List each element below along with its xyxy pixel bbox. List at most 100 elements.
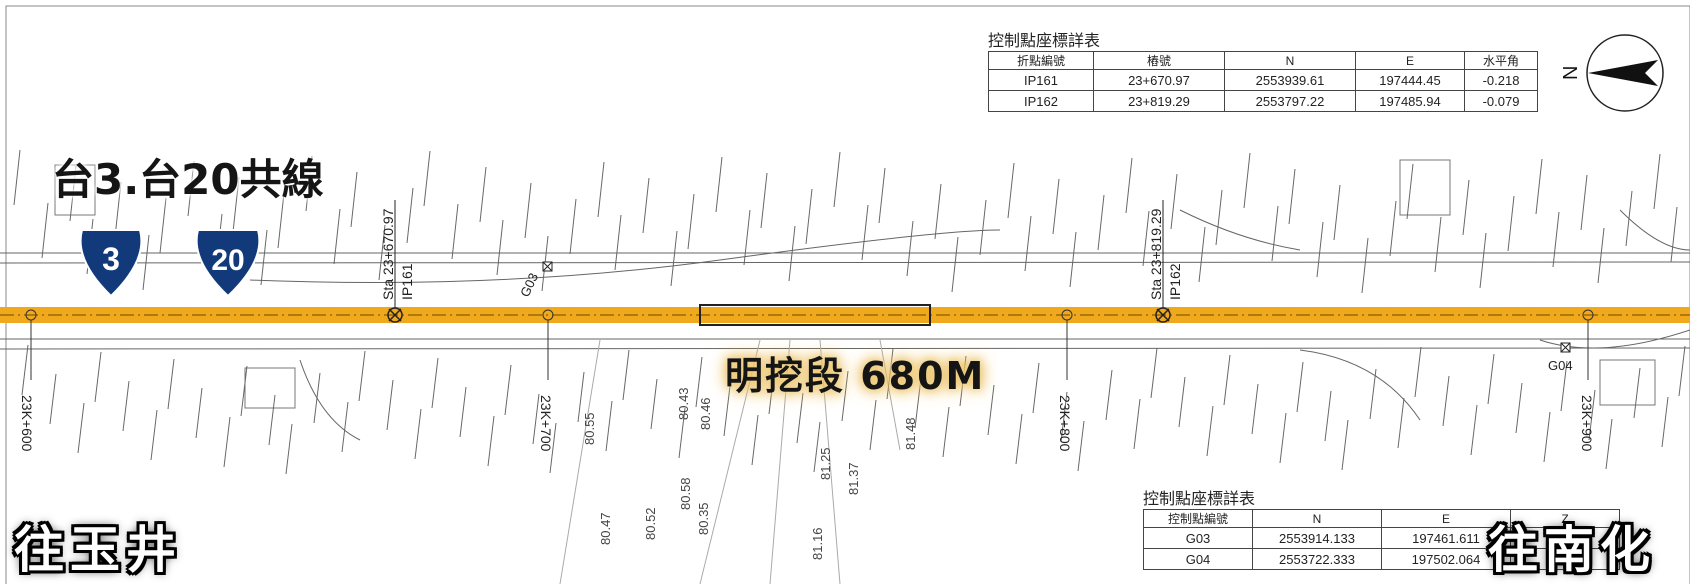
elevation-label: 81.48 bbox=[903, 417, 918, 450]
table-header: 折點編號 bbox=[988, 51, 1094, 70]
survey-tick bbox=[232, 176, 240, 233]
survey-tick bbox=[1535, 158, 1543, 215]
g04-marker-x2 bbox=[1560, 342, 1571, 353]
survey-tick bbox=[277, 192, 285, 249]
survey-tick bbox=[358, 350, 366, 402]
table-cell: G03 bbox=[1143, 527, 1253, 549]
table-header: E bbox=[1355, 51, 1465, 70]
survey-tick bbox=[723, 385, 731, 437]
compass-ring bbox=[1586, 34, 1664, 112]
survey-tick bbox=[167, 358, 175, 410]
frame-border bbox=[5, 5, 1690, 584]
survey-tick bbox=[1296, 361, 1304, 413]
station-label-ip162: Sta 23+819.29 bbox=[1148, 208, 1164, 300]
direction-label-right: 往南化 bbox=[1488, 521, 1656, 579]
survey-tick bbox=[622, 349, 630, 401]
shield-20: 20 bbox=[195, 229, 261, 298]
survey-tick bbox=[1324, 390, 1332, 442]
table-row: IP162 23+819.29 2553797.22 197485.94 -0.… bbox=[988, 90, 1538, 112]
elevation-label: 80.46 bbox=[698, 397, 713, 430]
curve-line-5 bbox=[1619, 209, 1690, 251]
survey-tick bbox=[122, 380, 130, 432]
survey-tick bbox=[285, 423, 293, 475]
survey-tick bbox=[1434, 216, 1442, 273]
survey-tick bbox=[549, 422, 557, 474]
road-edge-south-2 bbox=[0, 347, 1690, 350]
chainage-markers bbox=[25, 309, 1594, 380]
survey-tick bbox=[577, 371, 585, 423]
direction-label-left: 往玉井 bbox=[14, 521, 182, 579]
survey-tick bbox=[1605, 418, 1613, 470]
route-shields: 3 20 bbox=[79, 229, 261, 298]
survey-tick bbox=[479, 166, 487, 223]
table-cell: 2553722.333 bbox=[1252, 548, 1382, 570]
survey-tick bbox=[13, 149, 21, 206]
survey-tick bbox=[1271, 205, 1279, 262]
table-cell: IP161 bbox=[988, 69, 1094, 91]
survey-tick bbox=[1069, 231, 1077, 288]
survey-tick bbox=[768, 363, 776, 415]
table-cell: -0.218 bbox=[1464, 69, 1538, 91]
survey-tick bbox=[1288, 168, 1296, 225]
survey-ticks bbox=[13, 149, 1686, 475]
survey-tick bbox=[305, 155, 313, 212]
station-label-ip161: Sta 23+670.97 bbox=[380, 208, 396, 300]
survey-tick bbox=[94, 351, 102, 403]
building-4 bbox=[1599, 359, 1656, 406]
table-header: N bbox=[1252, 509, 1382, 528]
survey-tick bbox=[813, 421, 821, 473]
survey-tick bbox=[1543, 411, 1551, 463]
chainage-label-700: 23K+700 bbox=[538, 395, 554, 452]
survey-tick bbox=[431, 357, 439, 409]
survey-tick bbox=[1279, 412, 1287, 464]
table-row: G04 2553722.333 197502.064 bbox=[1143, 548, 1620, 570]
shield-20-icon bbox=[195, 229, 261, 298]
survey-tick bbox=[77, 402, 85, 454]
elevation-label: 80.43 bbox=[676, 387, 691, 420]
table-header: 控制點編號 bbox=[1143, 509, 1253, 528]
control-point-markers bbox=[542, 261, 1571, 353]
survey-tick bbox=[1670, 206, 1678, 263]
elevation-label: 81.25 bbox=[818, 447, 833, 480]
survey-tick bbox=[268, 394, 276, 446]
survey-tick bbox=[1015, 413, 1023, 465]
ip161-cross-b bbox=[388, 308, 402, 322]
survey-tick bbox=[642, 177, 650, 234]
survey-tick bbox=[1552, 211, 1560, 268]
survey-tick bbox=[313, 372, 321, 424]
survey-tick bbox=[743, 209, 751, 266]
survey-tick bbox=[21, 344, 29, 396]
g03-marker-x2 bbox=[542, 261, 553, 272]
ip-table-title: 控制點座標詳表 bbox=[988, 31, 1101, 50]
survey-tick bbox=[1178, 376, 1186, 428]
shield-3: 3 bbox=[79, 229, 143, 298]
survey-tick bbox=[1389, 200, 1397, 257]
survey-tick bbox=[1024, 215, 1032, 272]
control-point-table-block: 控制點座標詳表 控制點編號 N E Z G03 2553914.133 1974… bbox=[1143, 485, 1620, 570]
survey-tick bbox=[341, 401, 349, 453]
ip-markers bbox=[387, 200, 1171, 323]
survey-tick bbox=[1597, 227, 1605, 284]
survey-tick bbox=[715, 156, 723, 213]
chainage-label-600: 23K+600 bbox=[19, 395, 35, 452]
survey-tick bbox=[1507, 195, 1515, 252]
survey-tick bbox=[796, 392, 804, 444]
survey-tick bbox=[1487, 353, 1495, 405]
elevation-label: 80.58 bbox=[678, 477, 693, 510]
survey-tick bbox=[1580, 174, 1588, 231]
survey-tick bbox=[1678, 345, 1686, 397]
survey-tick bbox=[1333, 184, 1341, 241]
survey-tick bbox=[1462, 179, 1470, 236]
g03-label: G03 bbox=[517, 271, 541, 300]
table-cell: -0.079 bbox=[1464, 90, 1538, 112]
table-cell bbox=[1510, 548, 1620, 570]
survey-tick bbox=[614, 214, 622, 271]
survey-tick bbox=[788, 225, 796, 282]
table-header: 水平角 bbox=[1464, 51, 1538, 70]
table-cell: 197485.94 bbox=[1355, 90, 1465, 112]
survey-tick bbox=[1470, 404, 1478, 456]
survey-tick bbox=[1198, 226, 1206, 283]
contour-2 bbox=[769, 339, 791, 584]
elevation-label: 80.47 bbox=[598, 512, 613, 545]
